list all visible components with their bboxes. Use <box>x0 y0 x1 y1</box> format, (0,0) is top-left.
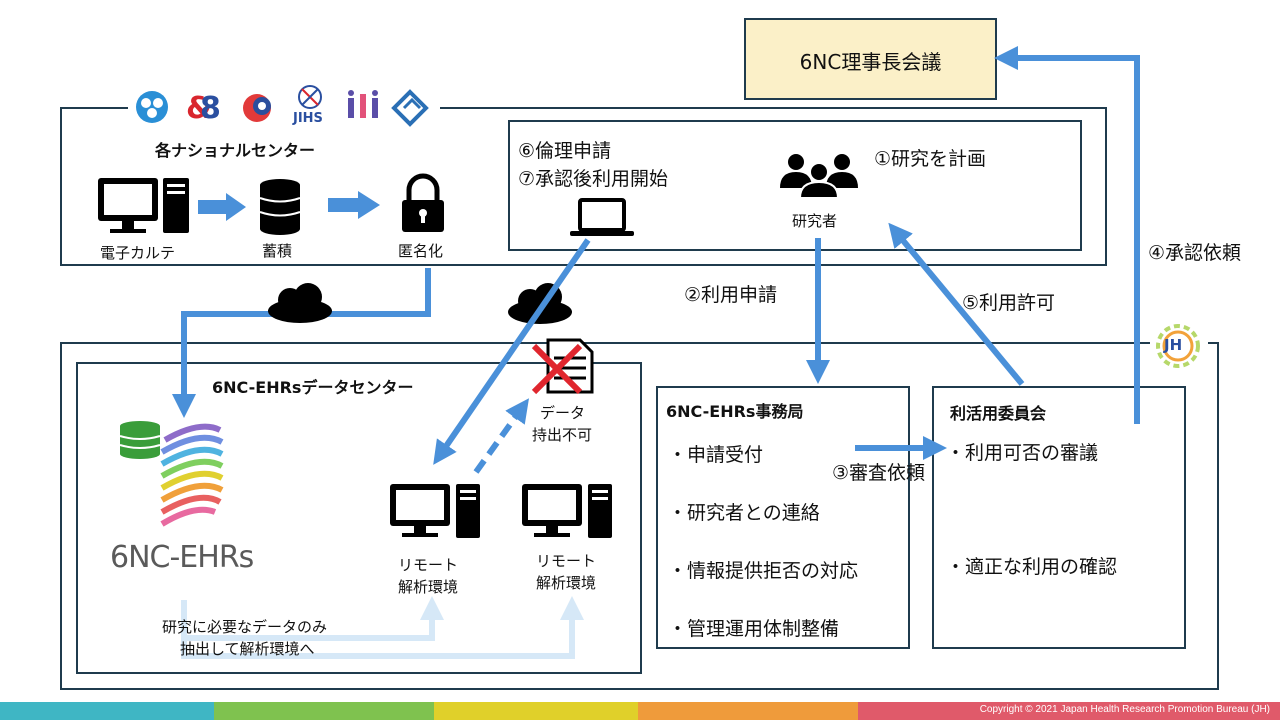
arrow-remote-to-export-dashed <box>473 398 530 474</box>
jh-outer-box <box>60 342 1219 690</box>
footer-bar-teal <box>0 702 214 720</box>
remote-env-1-line1: リモート <box>398 556 459 574</box>
cloud-icon-left <box>268 283 332 323</box>
storage-database-icon <box>259 179 301 235</box>
remote-computer-icon-2 <box>522 484 612 538</box>
ehrs-stack-logo <box>119 421 224 527</box>
logo-ncnp-icon <box>348 90 378 118</box>
ehr-label: 電子カルテ <box>100 244 176 262</box>
office-title: 6NC-EHRs事務局 <box>666 402 804 421</box>
remote-env-1-line2: 解析環境 <box>398 578 459 596</box>
top-meeting-label: 6NC理事長会議 <box>799 50 942 74</box>
logo-jihs-icon: JIHS <box>292 85 323 126</box>
footer-bar-green <box>214 702 434 720</box>
step6-label: ⑥倫理申請 <box>518 140 612 162</box>
logo-ncchd-icon <box>243 94 271 122</box>
committee-box <box>932 386 1186 649</box>
office-item: ・情報提供拒否の対応 <box>668 560 859 582</box>
no-export-label-1: データ <box>540 404 586 422</box>
office-item: ・申請受付 <box>668 444 764 466</box>
store-label: 蓄積 <box>262 242 293 260</box>
step3-label: ③審査依頼 <box>832 462 926 484</box>
logo-ncc-icon <box>136 91 168 123</box>
svg-text:8: 8 <box>200 91 221 126</box>
arrow-step4-approval <box>994 46 1140 424</box>
jh-logo-text: JH <box>1164 336 1183 354</box>
data-center-title: 6NC-EHRsデータセンター <box>212 378 414 397</box>
arrow-extract-to-remote-2 <box>181 596 584 659</box>
ehr-computer-icon <box>98 178 189 233</box>
ehrs-brand-text: 6NC-EHRs <box>110 540 254 575</box>
footer-bar-orange <box>638 702 858 720</box>
office-item: ・研究者との連絡 <box>668 502 820 524</box>
arrow-extract-to-remote-1 <box>181 596 444 641</box>
copyright-text: Copyright © 2021 Japan Health Research P… <box>979 704 1270 715</box>
committee-item: ・適正な利用の確認 <box>946 556 1118 578</box>
extract-label-1: 研究に必要なデータのみ <box>162 618 328 636</box>
remote-env-2-line1: リモート <box>536 552 597 570</box>
arrow-ehr-to-store <box>198 193 246 221</box>
arrow-laptop-to-remote <box>433 238 591 465</box>
extract-label-2: 抽出して解析環境へ <box>180 640 315 658</box>
laptop-icon <box>570 198 634 236</box>
top-meeting-box <box>744 18 997 100</box>
svg-text:JIHS: JIHS <box>292 111 323 126</box>
cloud-icon-right <box>508 283 572 324</box>
step4-label: ④承認依頼 <box>1148 242 1242 264</box>
arrow-store-to-anon <box>328 191 380 219</box>
anon-label: 匿名化 <box>398 242 444 260</box>
jh-logo-icon <box>1156 324 1200 368</box>
data-center-box <box>76 362 642 674</box>
step2-label: ②利用申請 <box>684 284 778 306</box>
no-export-document-icon <box>531 338 594 395</box>
national-centers-box <box>60 107 1107 266</box>
researcher-box <box>508 120 1082 251</box>
logo-ncgm-icon: & 8 <box>186 91 221 126</box>
remote-env-2-line2: 解析環境 <box>536 574 597 592</box>
svg-text:&: & <box>186 91 212 126</box>
no-export-label-2: 持出不可 <box>532 426 593 444</box>
committee-title: 利活用委員会 <box>950 404 1047 423</box>
national-centers-title: 各ナショナルセンター <box>155 141 316 160</box>
researchers-group-icon <box>780 154 858 199</box>
anonymize-lock-icon <box>402 173 444 232</box>
footer-bar-red <box>858 702 1280 720</box>
step5-label: ⑤利用許可 <box>962 292 1056 314</box>
committee-item: ・利用可否の審議 <box>946 442 1099 464</box>
office-item: ・管理運用体制整備 <box>668 618 840 640</box>
researcher-label: 研究者 <box>792 212 838 230</box>
logo-ncvc-icon <box>391 89 429 127</box>
remote-computer-icon-1 <box>390 484 480 538</box>
arrow-step5-permit <box>888 222 1025 386</box>
step1-label: ①研究を計画 <box>874 148 987 170</box>
footer-bar-yellow <box>434 702 638 720</box>
office-box <box>656 386 910 649</box>
step7-label: ⑦承認後利用開始 <box>518 168 669 190</box>
